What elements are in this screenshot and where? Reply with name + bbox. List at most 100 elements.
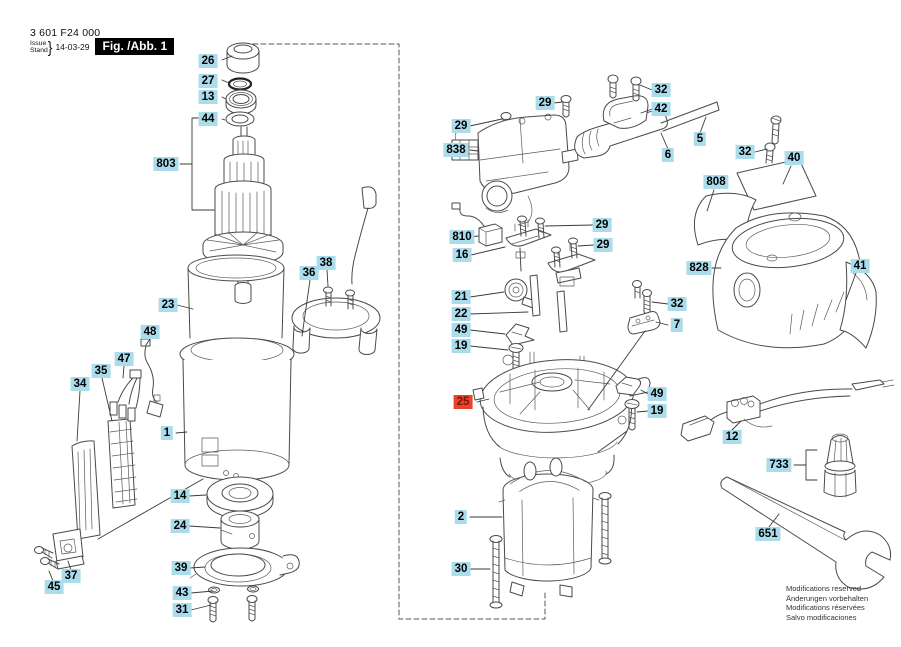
part-810-carbon-brush (451, 202, 503, 247)
part-32-screws-top (607, 74, 642, 102)
part-number: 3 601 F24 000 (30, 27, 101, 39)
modifications-notice: Modifications reserved Änderungen vorbeh… (786, 584, 868, 622)
part-733-collet-nut (823, 433, 857, 498)
part-callout-651[interactable]: 651 (755, 527, 781, 541)
part-callout-31[interactable]: 31 (172, 603, 192, 617)
part-48-wire (140, 338, 164, 418)
part-callout-37[interactable]: 37 (61, 569, 81, 583)
part-callout-32[interactable]: 32 (651, 83, 671, 97)
part-callout-29[interactable]: 29 (593, 238, 613, 252)
part-24-collet-holder (220, 510, 260, 550)
part-callout-48[interactable]: 48 (140, 325, 160, 339)
part-callout-44[interactable]: 44 (198, 112, 218, 126)
notice-line-de: Änderungen vorbehalten (786, 593, 869, 603)
part-callout-36[interactable]: 36 (299, 266, 319, 280)
part-828-housing-cover (712, 212, 863, 349)
part-32-screws-topright (764, 115, 782, 164)
part-callout-19[interactable]: 19 (647, 404, 667, 418)
part-callout-26[interactable]: 26 (198, 54, 218, 68)
part-callout-14[interactable]: 14 (170, 489, 190, 503)
part-2-stator (498, 457, 600, 598)
part-callout-13[interactable]: 13 (198, 90, 218, 104)
part-callout-35[interactable]: 35 (91, 364, 111, 378)
part-29-screws-mid2 (551, 237, 578, 268)
issue-labels: Issue Stand (30, 40, 48, 54)
issue-label-de: Stand (30, 46, 48, 54)
part-22-spring-pins (529, 274, 568, 333)
issue-label-en: Issue (30, 39, 47, 47)
part-callout-803[interactable]: 803 (153, 157, 179, 171)
part-12-cable-assembly (680, 379, 895, 442)
issue-block: Issue Stand } 14-03-29 Fig. /Abb. 1 (30, 38, 175, 55)
part-16-brush-holders (505, 219, 596, 287)
part-callout-43[interactable]: 43 (172, 586, 192, 600)
part-7-terminal-block (627, 311, 661, 335)
part-callout-30[interactable]: 30 (451, 562, 471, 576)
notice-line-es: Salvo modificaciones (786, 612, 857, 622)
part-callout-7[interactable]: 7 (670, 318, 684, 332)
part-callout-32[interactable]: 32 (667, 297, 687, 311)
part-callout-810[interactable]: 810 (449, 230, 475, 244)
part-49-clip-right (615, 376, 642, 396)
part-35-vent-grille (107, 418, 138, 509)
part-34-cover-plate (71, 440, 101, 540)
part-838-switch-module (451, 113, 579, 226)
part-45-screws (34, 546, 60, 570)
part-44-washer (225, 111, 255, 127)
part-callout-19[interactable]: 19 (451, 339, 471, 353)
part-26-cap-nut (226, 42, 260, 74)
part-callout-27[interactable]: 27 (198, 74, 218, 88)
part-callout-22[interactable]: 22 (451, 307, 471, 321)
part-callout-25[interactable]: 25 (453, 395, 473, 409)
part-callout-6[interactable]: 6 (661, 148, 675, 162)
part-callout-29[interactable]: 29 (451, 119, 471, 133)
part-47-wire-set (109, 369, 142, 422)
part-5-cord (660, 101, 720, 132)
part-callout-45[interactable]: 45 (44, 580, 64, 594)
part-callout-42[interactable]: 42 (651, 102, 671, 116)
part-callout-41[interactable]: 41 (850, 259, 870, 273)
part-callout-29[interactable]: 29 (535, 96, 555, 110)
part-29-screws-mid1 (517, 215, 545, 239)
part-callout-808[interactable]: 808 (703, 175, 729, 189)
part-callout-49[interactable]: 49 (647, 387, 667, 401)
part-callout-12[interactable]: 12 (722, 430, 742, 444)
issue-date: 14-03-29 (55, 41, 90, 52)
part-callout-29[interactable]: 29 (592, 218, 612, 232)
part-callout-838[interactable]: 838 (443, 143, 469, 157)
part-29-screw-topmid (560, 95, 572, 118)
part-43-o-rings (208, 585, 259, 594)
part-callout-39[interactable]: 39 (171, 561, 191, 575)
part-1-motor-housing (179, 337, 295, 481)
part-callout-24[interactable]: 24 (170, 519, 190, 533)
part-callout-733[interactable]: 733 (766, 458, 792, 472)
notice-line-fr: Modifications réservées (786, 603, 865, 613)
part-14-bearing (206, 476, 274, 519)
part-callout-40[interactable]: 40 (784, 151, 804, 165)
part-803-armature (202, 126, 284, 304)
part-42-cord-clamp (602, 95, 649, 129)
part-callout-16[interactable]: 16 (452, 248, 472, 262)
part-27-o-ring (227, 77, 253, 91)
part-31-screws (207, 595, 258, 623)
part-callout-49[interactable]: 49 (451, 323, 471, 337)
part-13-ball-bearing (225, 89, 257, 115)
part-32-screws-mid (632, 280, 652, 315)
part-callout-21[interactable]: 21 (451, 290, 471, 304)
part-23-liner (187, 254, 285, 339)
part-19-screw-right (624, 399, 640, 431)
part-callout-32[interactable]: 32 (735, 145, 755, 159)
figure-badge: Fig. /Abb. 1 (95, 38, 175, 55)
part-callout-34[interactable]: 34 (70, 377, 90, 391)
part-callout-828[interactable]: 828 (686, 261, 712, 275)
part-callout-2[interactable]: 2 (454, 510, 468, 524)
part-callout-1[interactable]: 1 (160, 426, 174, 440)
part-37-plate (52, 528, 85, 570)
part-callout-5[interactable]: 5 (693, 132, 707, 146)
part-38-screws (323, 286, 355, 310)
part-49-clip-left (505, 323, 535, 346)
part-callout-47[interactable]: 47 (114, 352, 134, 366)
part-callout-38[interactable]: 38 (316, 256, 336, 270)
part-callout-23[interactable]: 23 (158, 298, 178, 312)
